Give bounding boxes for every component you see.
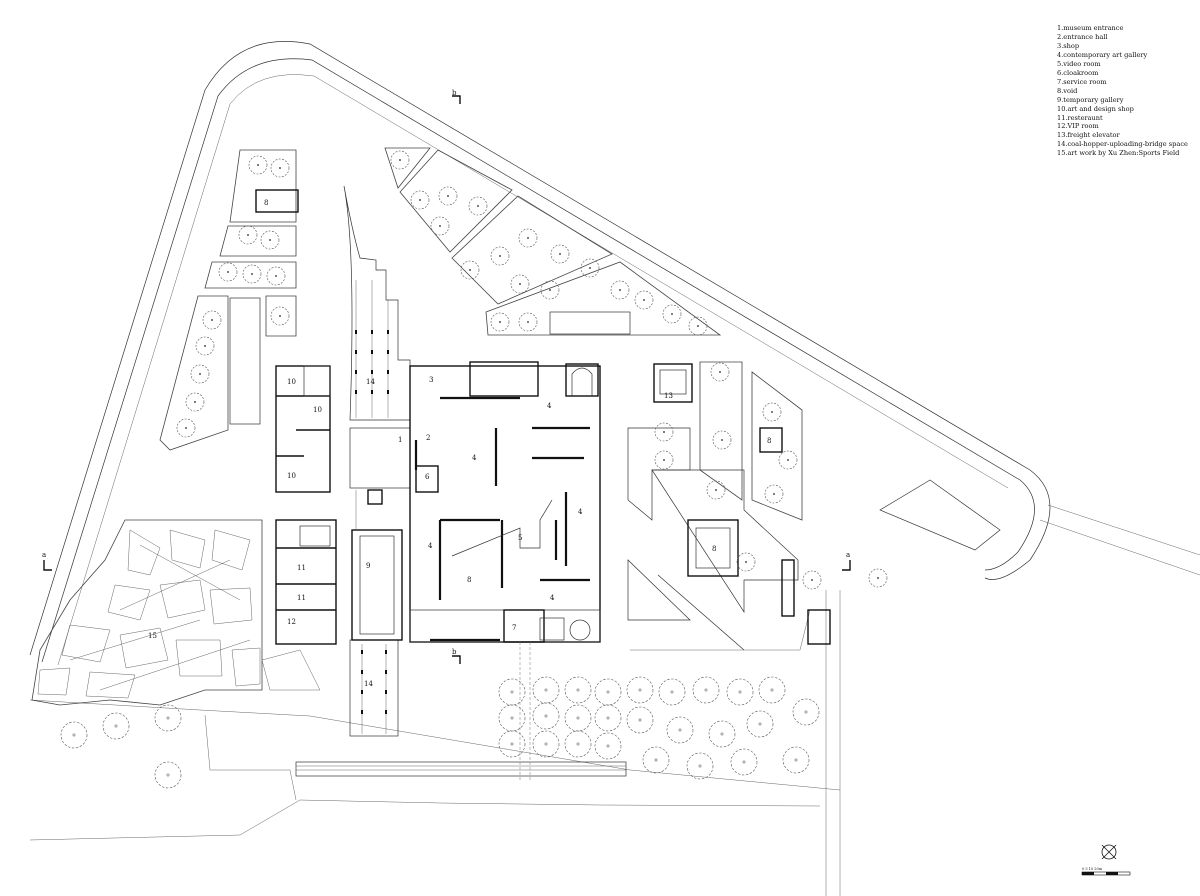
entrance-and-temporary-gallery	[349, 427, 411, 641]
coal-hopper-bridge	[343, 185, 411, 737]
legend-item: 13.freight elevator	[1057, 131, 1120, 140]
room-label-restaurant: 11	[297, 564, 306, 572]
artwork-sports-field	[31, 519, 321, 706]
legend-item: 15.art work by Xu Zhen:Sports Field	[1057, 149, 1180, 158]
east-courtyard	[627, 361, 1001, 651]
section-mark: b	[452, 648, 457, 656]
room-label-service: 7	[512, 624, 516, 632]
north-arrow-icon	[1101, 844, 1117, 860]
scale-bar	[1081, 871, 1131, 876]
legend-item: 2.entrance hall	[1057, 32, 1108, 41]
room-label-gallery: 4	[550, 594, 555, 602]
legend-item: 6.cloakroom	[1057, 68, 1099, 77]
south-grove	[60, 642, 820, 789]
section-markers	[43, 95, 851, 664]
legend: 1.museum entrance 2.entrance hall 3.shop…	[1057, 24, 1188, 158]
room-label-gallery: 4	[472, 454, 477, 462]
room-label-void: 8	[467, 576, 471, 584]
nw-planting	[159, 149, 299, 451]
room-label-gallery: 4	[547, 402, 552, 410]
room-label-art-shop: 10	[287, 378, 296, 386]
section-mark: a	[42, 551, 46, 559]
legend-item: 10.art and design shop	[1057, 104, 1134, 113]
room-label-void: 8	[712, 545, 716, 553]
room-label-void: 8	[767, 437, 771, 445]
section-mark: b	[452, 89, 457, 97]
legend-item: 14.coal-hopper-uploading-bridge space	[1057, 140, 1188, 149]
main-museum-building	[409, 361, 601, 643]
legend-item: 4.contemporary art gallery	[1057, 50, 1148, 59]
legend-item: 11.resteraunt	[1057, 113, 1103, 122]
section-mark: a	[846, 551, 850, 559]
room-label-shop: 3	[429, 376, 433, 384]
legend-item: 5.video room	[1057, 59, 1101, 68]
legend-item: 8.void	[1057, 86, 1078, 95]
legend-item: 9.temporary gallery	[1057, 95, 1124, 104]
restaurant-block	[275, 519, 337, 645]
room-label-cloakroom: 6	[425, 473, 430, 481]
room-label-gallery: 4	[578, 508, 583, 516]
room-label-hall: 2	[426, 434, 430, 442]
legend-item: 1.museum entrance	[1057, 24, 1124, 32]
room-label-art-shop: 10	[287, 472, 296, 480]
room-label-bridge: 14	[366, 378, 375, 386]
north-planting	[384, 147, 722, 336]
room-label-gallery: 4	[428, 542, 433, 550]
room-label-vip: 12	[287, 618, 296, 626]
room-label-artwork: 15	[148, 632, 157, 640]
room-label-void: 8	[264, 199, 268, 207]
freight-elevator	[653, 363, 693, 403]
room-label-video: 5	[518, 534, 522, 542]
room-label-entrance: 1	[398, 436, 402, 444]
art-shop-block	[275, 365, 331, 493]
room-label-bridge: 14	[364, 680, 373, 688]
legend-item: 3.shop	[1057, 41, 1080, 50]
room-label-temporary-gallery: 9	[366, 562, 370, 570]
site-road	[29, 41, 1200, 896]
room-label-art-shop: 10	[313, 406, 322, 414]
legend-item: 7.service room	[1057, 77, 1107, 86]
room-label-restaurant: 11	[297, 594, 306, 602]
room-label-freight: 13	[664, 392, 673, 400]
legend-item: 12.VIP room	[1057, 122, 1099, 131]
scale-bar-label: 0 5 10 20m	[1082, 867, 1103, 871]
